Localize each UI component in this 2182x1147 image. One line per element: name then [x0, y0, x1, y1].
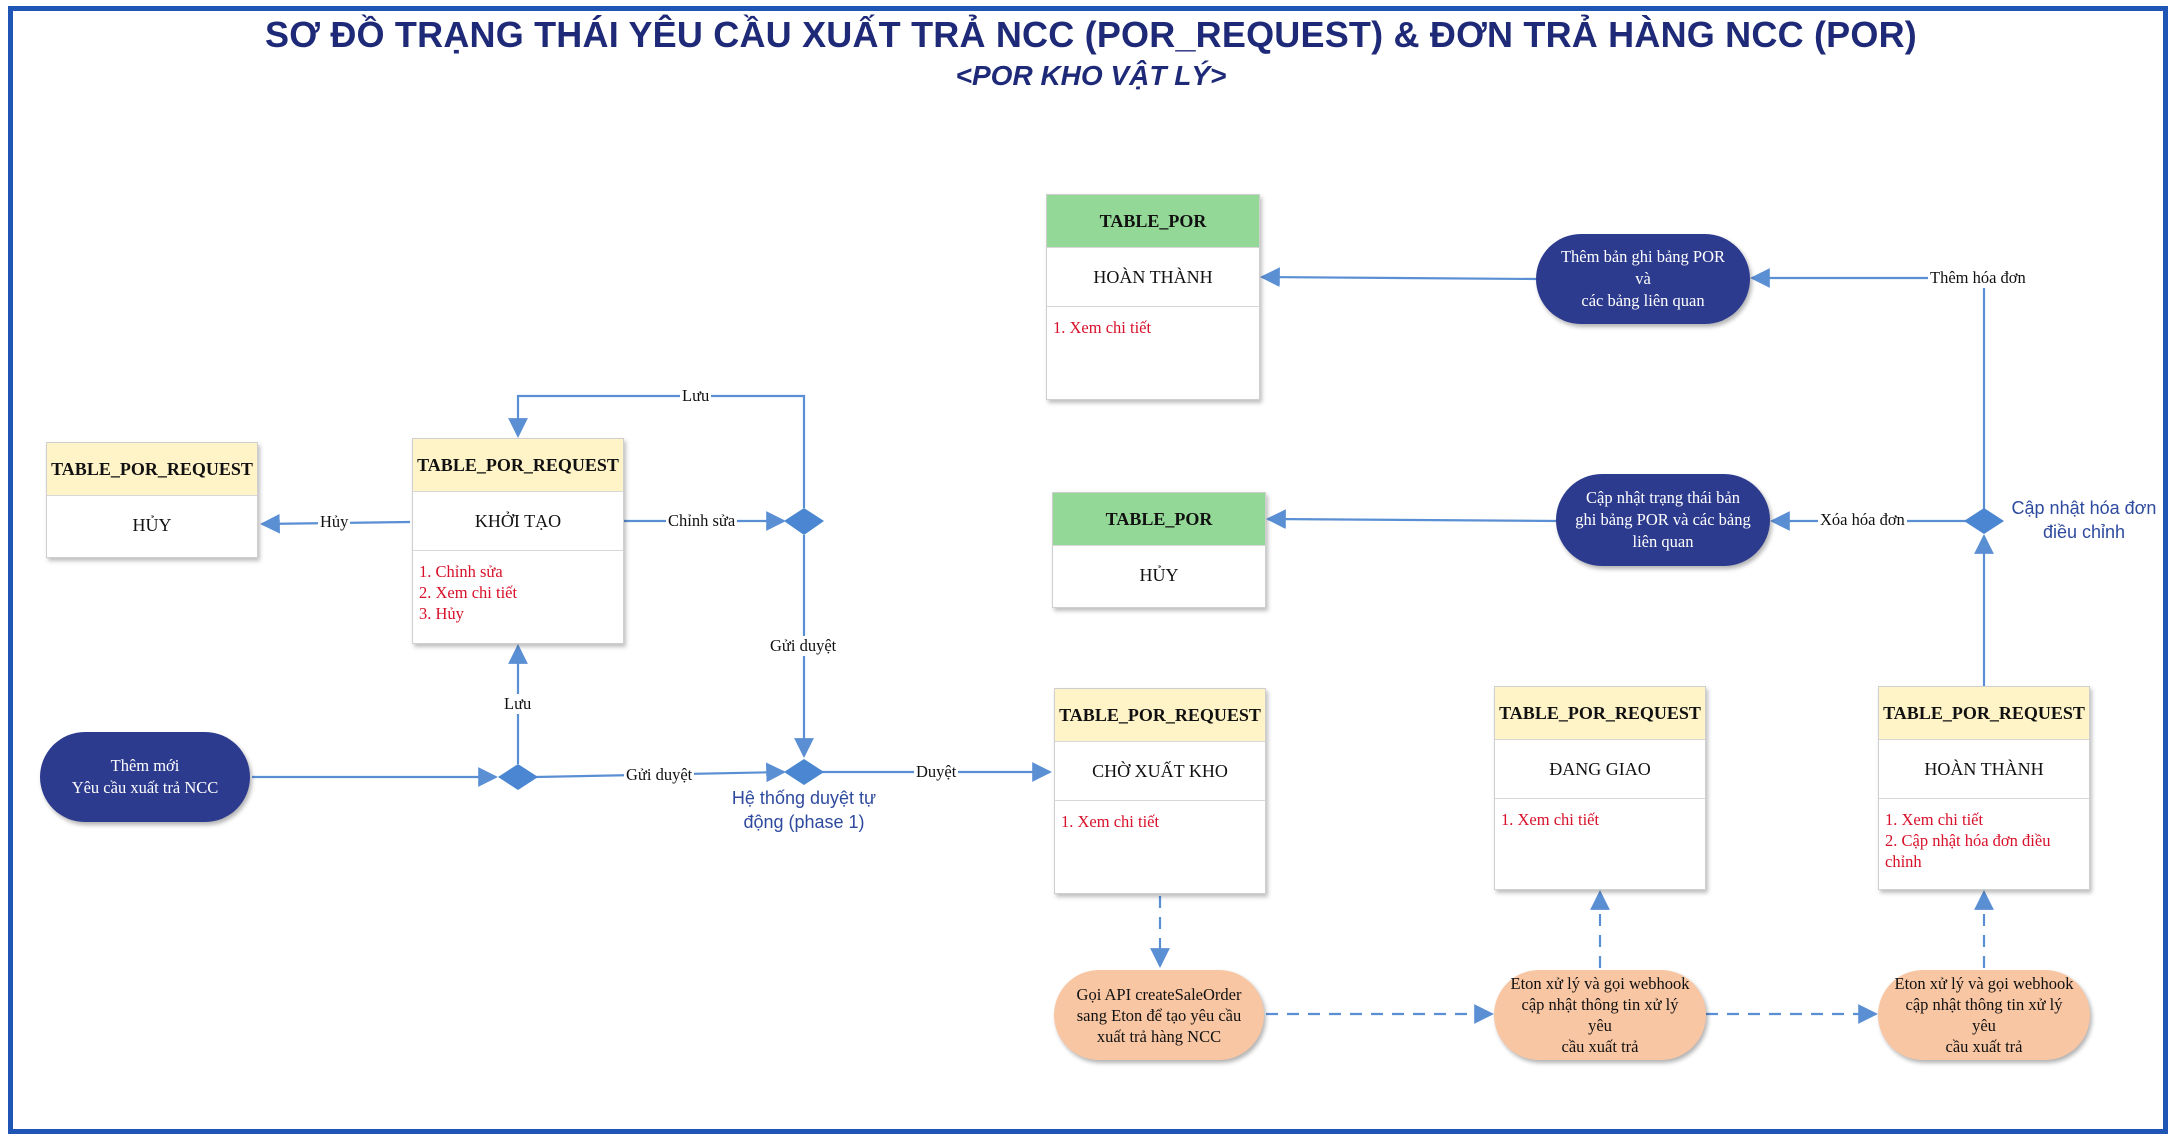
- pill-line: Eton xử lý và gọi webhook: [1510, 974, 1690, 993]
- table-por-huy: TABLE_POR HỦY: [1052, 492, 1266, 608]
- table-header: TABLE_POR_REQUEST: [413, 439, 623, 492]
- decision-diamond-save: [498, 764, 538, 790]
- state-label: ĐANG GIAO: [1495, 740, 1705, 799]
- table-header: TABLE_POR: [1053, 493, 1265, 546]
- table-por-request-cho-xuat-kho: TABLE_POR_REQUEST CHỜ XUẤT KHO 1. Xem ch…: [1054, 688, 1266, 894]
- table-header: TABLE_POR: [1047, 195, 1259, 248]
- action-list: 1. Xem chi tiết: [1055, 801, 1265, 842]
- action-list: 1. Chỉnh sửa 2. Xem chi tiết 3. Hủy: [413, 551, 623, 634]
- pill-line: Cập nhật trạng thái bản: [1586, 488, 1740, 507]
- edge-label-them-hoa-don: Thêm hóa đơn: [1928, 268, 2028, 288]
- pill-line: Eton xử lý và gọi webhook: [1894, 974, 2074, 993]
- edge-label-xoa-hoa-don: Xóa hóa đơn: [1818, 510, 1907, 530]
- action-item[interactable]: 1. Xem chi tiết: [1501, 810, 1600, 829]
- pill-line: các bảng liên quan: [1581, 291, 1705, 310]
- state-label: KHỞI TẠO: [413, 492, 623, 551]
- diagram-title: SƠ ĐỒ TRẠNG THÁI YÊU CẦU XUẤT TRẢ NCC (P…: [265, 14, 1917, 55]
- action-item[interactable]: 2. Cập nhật hóa đơn điều chỉnh: [1885, 831, 2055, 871]
- edge-label-huy: Hủy: [318, 512, 351, 532]
- table-header: TABLE_POR_REQUEST: [47, 443, 257, 496]
- action-item[interactable]: 3. Hủy: [419, 604, 464, 623]
- state-label: HỦY: [1139, 564, 1179, 585]
- pill-line: ghi bảng POR và các bảng: [1575, 510, 1751, 529]
- pill-line: cập nhật thông tin xử lý yêu: [1521, 995, 1679, 1035]
- note-he-thong-duyet: Hệ thống duyệt tự động (phase 1): [724, 786, 884, 834]
- pill-line: cầu xuất trả: [1945, 1037, 2023, 1056]
- action-item[interactable]: 1. Xem chi tiết: [1885, 810, 1984, 829]
- table-header: TABLE_POR_REQUEST: [1495, 687, 1705, 740]
- action-list: 1. Xem chi tiết 2. Cập nhật hóa đơn điều…: [1879, 799, 2089, 882]
- action-item[interactable]: 1. Xem chi tiết: [1061, 812, 1160, 831]
- action-item[interactable]: 2. Xem chi tiết: [419, 583, 518, 602]
- state-label: HOÀN THÀNH: [1047, 248, 1259, 307]
- pill-goi-api-create-sale-order: Gọi API createSaleOrder sang Eton để tạo…: [1054, 970, 1264, 1060]
- pill-line: Thêm bản ghi bảng POR và: [1560, 247, 1726, 288]
- edge-label-luu-mid: Lưu: [502, 694, 534, 714]
- note-line: động (phase 1): [743, 812, 865, 832]
- arrow-them-ban-ghi-to-por: [1260, 267, 1537, 288]
- edge-label-duyet: Duyệt: [914, 762, 959, 782]
- diagram-subtitle: <POR KHO VẬT LÝ>: [955, 60, 1227, 91]
- diagram-frame: [8, 6, 2168, 1134]
- action-list: 1. Xem chi tiết: [1047, 307, 1259, 348]
- pill-line: xuất trả hàng NCC: [1096, 1026, 1222, 1046]
- table-por-hoan-thanh: TABLE_POR HOÀN THÀNH 1. Xem chi tiết: [1046, 194, 1260, 400]
- table-por-request-dang-giao: TABLE_POR_REQUEST ĐANG GIAO 1. Xem chi t…: [1494, 686, 1706, 890]
- edge-label-luu-top: Lưu: [680, 386, 712, 406]
- pill-them-ban-ghi-por: Thêm bản ghi bảng POR và các bảng liên q…: [1536, 234, 1750, 324]
- pill-them-moi[interactable]: Thêm mới Yêu cầu xuất trả NCC: [40, 732, 250, 822]
- pill-line: cập nhật thông tin xử lý yêu: [1905, 995, 2063, 1035]
- table-por-request-huy: TABLE_POR_REQUEST HỦY: [46, 442, 258, 558]
- note-line: điều chỉnh: [2042, 522, 2126, 542]
- pill-line: Gọi API createSaleOrder: [1076, 984, 1242, 1004]
- state-label: CHỜ XUẤT KHO: [1055, 742, 1265, 801]
- note-cap-nhat-hoa-don: Cập nhật hóa đơn điều chỉnh: [2002, 496, 2166, 544]
- pill-line: liên quan: [1632, 532, 1694, 551]
- action-list: 1. Xem chi tiết: [1495, 799, 1705, 840]
- pill-line: Yêu cầu xuất trả NCC: [71, 778, 219, 797]
- action-item[interactable]: 1. Xem chi tiết: [1053, 318, 1152, 337]
- pill-line: sang Eton để tạo yêu cầu: [1076, 1005, 1242, 1025]
- table-por-request-hoan-thanh: TABLE_POR_REQUEST HOÀN THÀNH 1. Xem chi …: [1878, 686, 2090, 890]
- decision-diamond-edit: [784, 508, 824, 535]
- pill-cap-nhat-trang-thai: Cập nhật trạng thái bản ghi bảng POR và …: [1556, 474, 1770, 566]
- arrow-cap-nhat-to-por-huy: [1266, 509, 1559, 530]
- edge-label-chinh-sua: Chỉnh sửa: [666, 511, 738, 531]
- pill-line: cầu xuất trả: [1561, 1037, 1639, 1056]
- state-label: HỦY: [132, 514, 172, 535]
- pill-line: Thêm mới: [110, 756, 180, 775]
- decision-diamond-invoice: [1964, 508, 2004, 534]
- pill-eton-webhook-1: Eton xử lý và gọi webhook cập nhật thông…: [1494, 970, 1706, 1060]
- state-label: HOÀN THÀNH: [1879, 740, 2089, 799]
- table-header: TABLE_POR_REQUEST: [1879, 687, 2089, 740]
- edge-label-gui-duyet-horizontal: Gửi duyệt: [624, 765, 695, 785]
- table-por-request-khoi-tao: TABLE_POR_REQUEST KHỞI TẠO 1. Chỉnh sửa …: [412, 438, 624, 644]
- table-header: TABLE_POR_REQUEST: [1055, 689, 1265, 742]
- arrow-luu-loop: [508, 394, 806, 508]
- pill-eton-webhook-2: Eton xử lý và gọi webhook cập nhật thông…: [1878, 970, 2090, 1060]
- note-line: Hệ thống duyệt tự: [731, 788, 877, 808]
- edge-label-gui-duyet-vertical: Gửi duyệt: [768, 636, 839, 656]
- note-line: Cập nhật hóa đơn: [2011, 498, 2157, 518]
- action-item[interactable]: 1. Chỉnh sửa: [419, 562, 503, 581]
- decision-diamond-approve: [784, 759, 824, 785]
